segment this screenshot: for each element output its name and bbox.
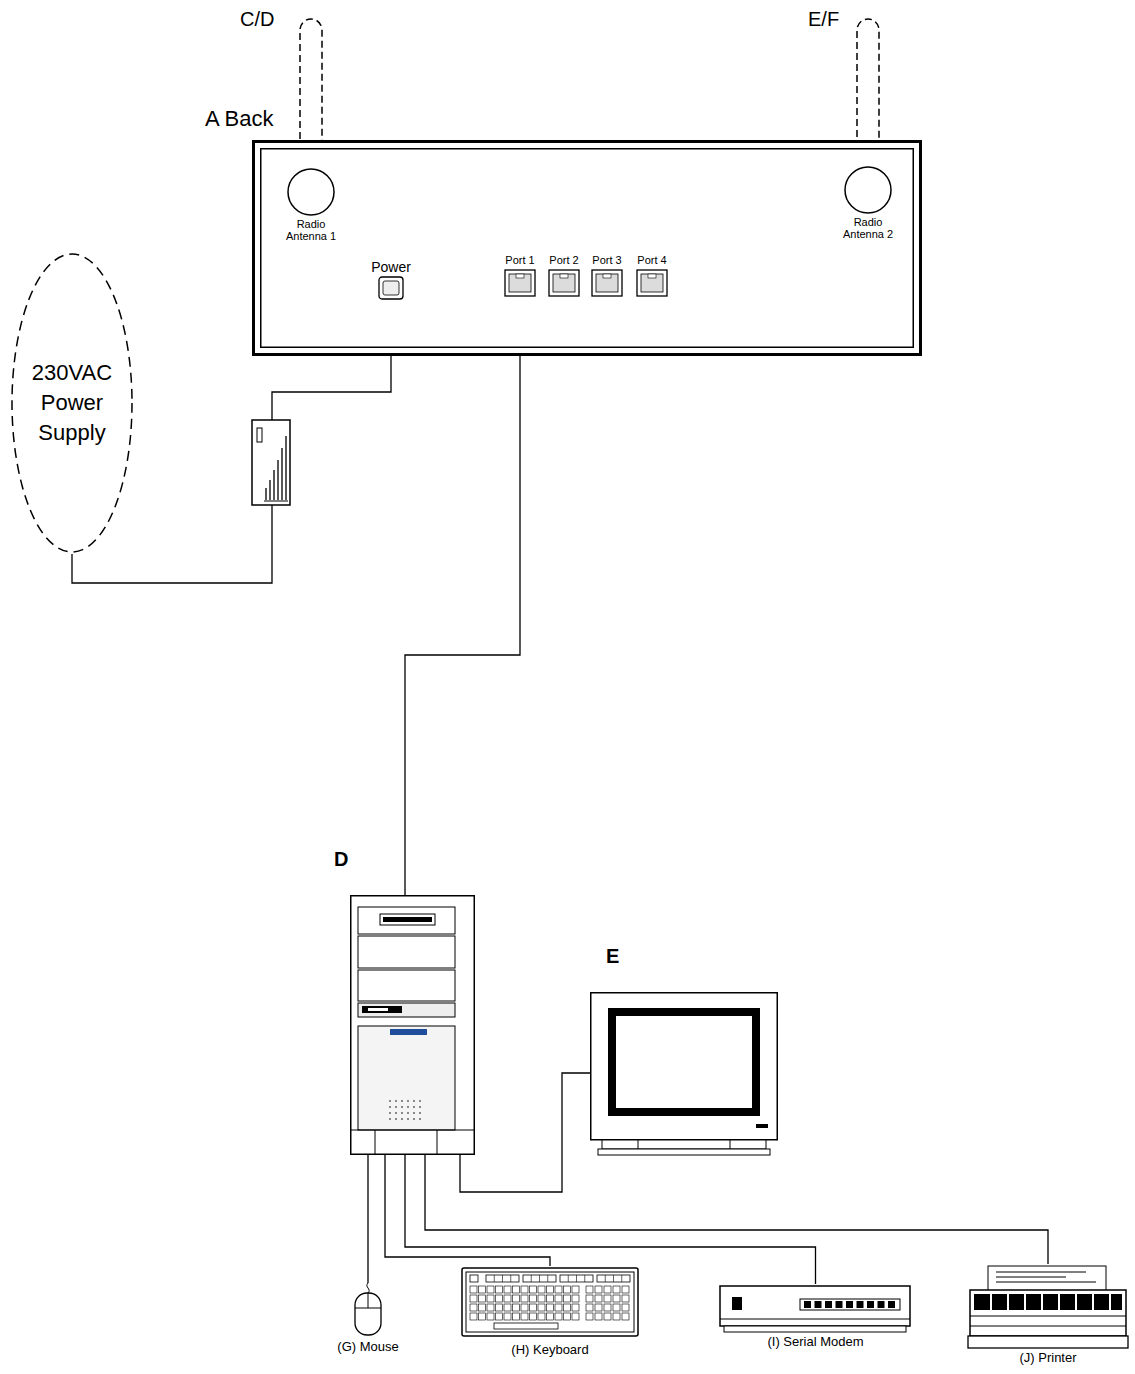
part-heading: A Back: [205, 106, 273, 132]
printer-device-icon: [966, 1264, 1130, 1350]
part-label: Radio Antenna 1: [280, 218, 342, 242]
part-label: Port 3: [592, 254, 621, 267]
power-adapter: [252, 420, 290, 505]
ethernet-port: Port 2: [543, 254, 585, 297]
modem-device-icon: [718, 1284, 913, 1334]
monitor: E: [590, 992, 778, 1157]
antenna-label: E/F: [808, 8, 839, 31]
antenna-label: C/D: [240, 8, 274, 31]
antenna-connector-icon: [280, 166, 342, 218]
part-label: Port 4: [637, 254, 666, 267]
ethernet-port-icon: [636, 267, 668, 297]
part-label: Port 1: [505, 254, 534, 267]
cable-line: [425, 1155, 1048, 1264]
part-label: (H) Keyboard: [511, 1342, 588, 1358]
part-heading: E: [606, 944, 619, 968]
cable-line: [367, 1155, 368, 1283]
power-supply-ellipse: 230VAC Power Supply: [10, 252, 134, 554]
computer-tower: D: [350, 895, 475, 1155]
part-label: Port 2: [549, 254, 578, 267]
part-label: (G) Mouse: [337, 1339, 398, 1355]
ethernet-port: Port 1: [499, 254, 541, 297]
part-label: 230VAC Power Supply: [20, 358, 124, 448]
power-socket-icon: [377, 275, 405, 301]
cable-line: [460, 1073, 590, 1192]
mouse-device-icon: [335, 1283, 401, 1339]
printer-device: (J) Printer: [966, 1264, 1130, 1368]
antenna-connector: Radio Antenna 2: [837, 164, 899, 244]
antenna-connector-icon: [837, 164, 899, 216]
cable-line: [385, 1155, 550, 1266]
keyboard-device: (H) Keyboard: [458, 1266, 642, 1360]
router-box: A BackRadio Antenna 1Radio Antenna 2Powe…: [252, 140, 922, 356]
keyboard-device-icon: [458, 1266, 642, 1342]
part-heading: D: [334, 847, 348, 871]
part-label: (J) Printer: [1019, 1350, 1076, 1366]
ethernet-port-icon: [548, 267, 580, 297]
mouse-device: (G) Mouse: [334, 1283, 401, 1357]
modem-device: (I) Serial Modem: [718, 1284, 913, 1352]
part-label: (I) Serial Modem: [767, 1334, 863, 1350]
part-label: Radio Antenna 2: [837, 216, 899, 240]
monitor-icon: [590, 992, 778, 1157]
ethernet-port: Port 4: [631, 254, 673, 297]
ethernet-port: Port 3: [586, 254, 628, 297]
cable-line: [405, 297, 520, 895]
ethernet-port-icon: [504, 267, 536, 297]
power-socket: Power: [366, 259, 416, 301]
antenna-connector: Radio Antenna 1: [280, 166, 342, 246]
cable-line: [405, 1155, 816, 1284]
ethernet-port-icon: [591, 267, 623, 297]
computer-tower-icon: [350, 895, 475, 1155]
part-label: Power: [371, 259, 411, 275]
